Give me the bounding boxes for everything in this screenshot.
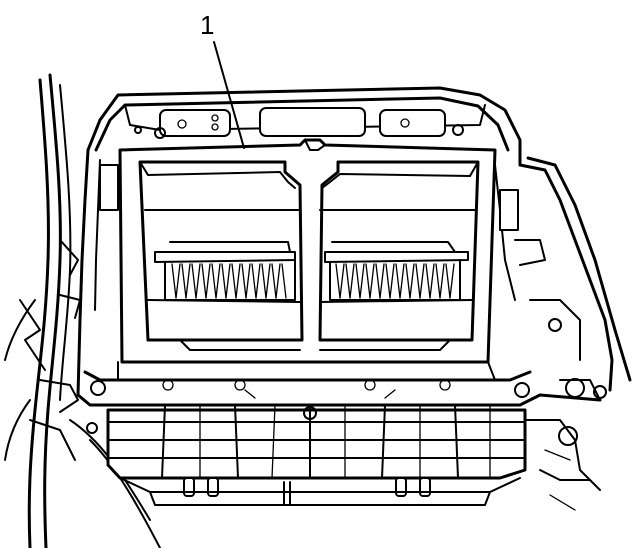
left-filter-pleats: [171, 263, 287, 299]
left-wiring-harness: [4, 73, 161, 548]
hvac-housing: [76, 86, 632, 401]
right-filter-pleats: [335, 263, 455, 299]
filter-frame: [118, 138, 497, 364]
callout-1-label: 1: [200, 10, 215, 40]
callout-1-leader: [213, 41, 245, 149]
lower-grille-tray: [76, 361, 607, 511]
